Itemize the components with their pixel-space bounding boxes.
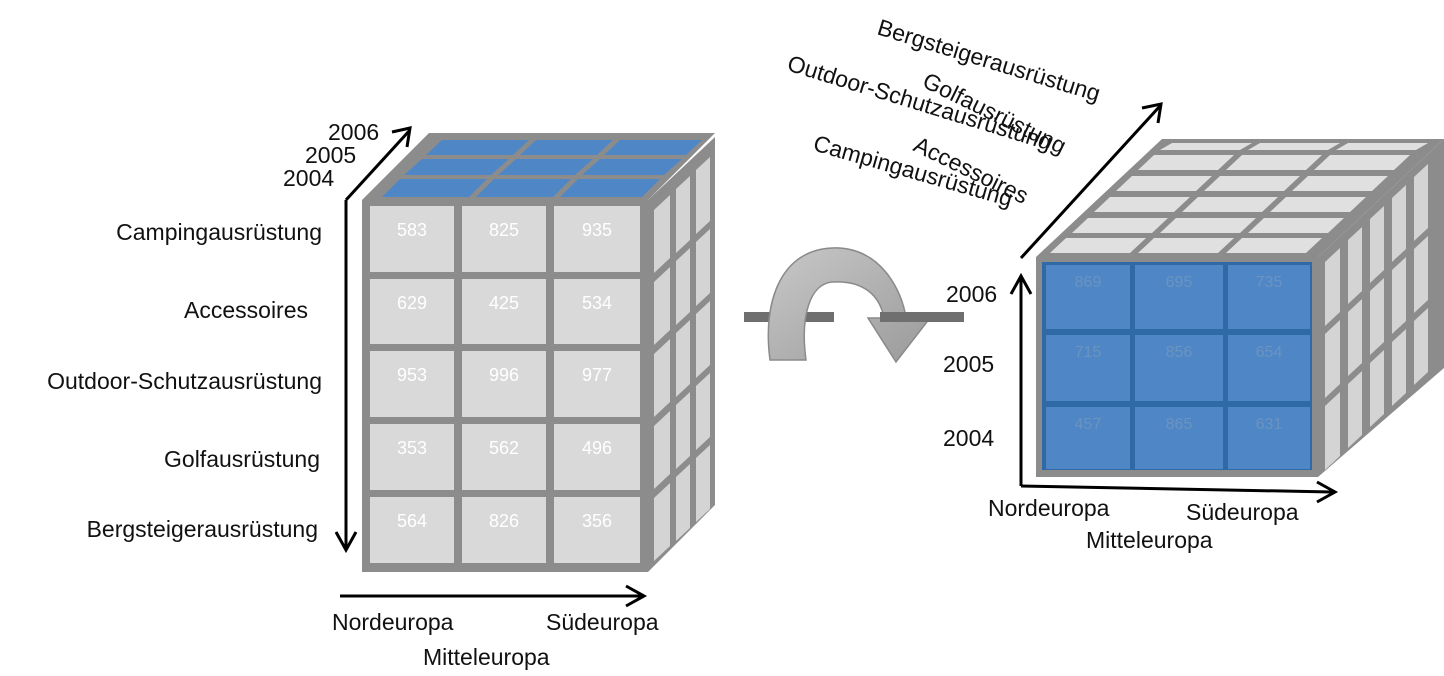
left-year-label-2005: 2005: [305, 142, 356, 168]
right-year-label-2004: 2004: [943, 425, 994, 451]
left-product-label: Bergsteigerausrüstung: [87, 516, 318, 542]
right-cube-cell-value: 856: [1166, 344, 1193, 361]
right-region-label-sued: Südeuropa: [1186, 499, 1299, 525]
right-cube-cell: [1135, 407, 1223, 469]
left-cube-cell: [370, 351, 454, 417]
right-cube-cell: [1228, 335, 1310, 401]
left-cube: 583 825 935 629 425 534 953 996 977 353 562 496 564 8…: [362, 133, 715, 572]
left-cube-cell-value: 496: [582, 438, 612, 458]
left-region-label-nord: Nordeuropa: [332, 609, 454, 635]
left-cube-cell: [554, 206, 640, 272]
left-cube-cell: [554, 424, 640, 490]
right-cube-cell-value: 695: [1166, 274, 1193, 291]
right-cube-cell-value: 865: [1166, 416, 1193, 433]
left-cube-cell: [370, 497, 454, 563]
right-cube-cell: [1135, 335, 1223, 401]
right-cube: 869 695 735 715 856 654 457 865 631: [1036, 139, 1444, 477]
left-cube-cell: [370, 424, 454, 490]
left-cube-cell: [554, 351, 640, 417]
left-cube-cell: [462, 424, 546, 490]
right-region-label-nord: Nordeuropa: [988, 495, 1110, 521]
rotation-axis-bar-right: [880, 312, 964, 322]
left-product-label: Outdoor-Schutzausrüstung: [47, 368, 322, 394]
right-axes: [1009, 102, 1339, 504]
right-cube-top-cells: [1050, 143, 1428, 253]
left-cube-cell-value: 977: [582, 365, 612, 385]
left-depth-axis: [344, 128, 412, 202]
right-horizontal-axis: [1020, 484, 1333, 494]
left-cube-cell: [462, 351, 546, 417]
left-cube-cell: [462, 206, 546, 272]
right-depth-axis: [1019, 104, 1162, 260]
left-cube-cell-value: 534: [582, 293, 612, 313]
left-cube-cell: [462, 279, 546, 344]
left-cube-cell: [554, 497, 640, 563]
left-region-label-mitte: Mitteleuropa: [423, 644, 550, 670]
right-cube-cell-value: 715: [1075, 344, 1102, 361]
left-product-label: Campingausrüstung: [116, 219, 322, 245]
left-year-label-2006: 2006: [328, 119, 379, 145]
right-cube-front-cells: 869 695 735 715 856 654 457 865 631: [1046, 265, 1310, 469]
right-vertical-axis-arrow: [1009, 272, 1033, 295]
left-cube-top-cells: [382, 140, 702, 197]
left-cube-cell-value: 356: [582, 511, 612, 531]
left-cube-cell: [554, 279, 640, 344]
left-product-label: Accessoires: [184, 297, 308, 323]
right-cube-cell: [1228, 265, 1310, 329]
right-cube-cell: [1135, 265, 1223, 329]
right-depth-axis-arrow: [1141, 102, 1163, 124]
right-cube-cell: [1046, 407, 1130, 469]
left-axes: [334, 126, 648, 608]
left-cube-side-cells: [654, 157, 710, 561]
right-cube-cell-value: 869: [1075, 274, 1102, 291]
right-cube-cell: [1046, 265, 1130, 329]
left-product-label: Golfausrüstung: [164, 446, 320, 472]
left-cube-cell-value: 825: [489, 220, 519, 240]
right-year-label-2005: 2005: [943, 351, 994, 377]
rotation-arrow: [744, 247, 964, 364]
left-cube-cell-value: 826: [489, 511, 519, 531]
right-cube-cell: [1046, 335, 1130, 401]
left-cube-cell: [370, 206, 454, 272]
right-cube-cell-value: 631: [1256, 416, 1283, 433]
left-cube-cell-value: 953: [397, 365, 427, 385]
left-cube-cell-value: 583: [397, 220, 427, 240]
left-cube-cell-value: 564: [397, 511, 427, 531]
left-labels: 2006 2005 2004 Campingausrüstung Accesso…: [47, 119, 659, 670]
left-region-label-sued: Südeuropa: [546, 609, 659, 635]
right-cube-cell: [1228, 407, 1310, 469]
left-year-label-2004: 2004: [283, 165, 334, 191]
right-region-label-mitte: Mitteleuropa: [1086, 527, 1213, 553]
left-cube-cell-value: 996: [489, 365, 519, 385]
left-cube-cell-value: 353: [397, 438, 427, 458]
left-depth-axis-arrow: [391, 126, 412, 148]
right-year-label-2006: 2006: [946, 281, 997, 307]
left-cube-front-cells: 583 825 935 629 425 534 953 996 977 353 562 496 564 8…: [370, 206, 640, 563]
left-cube-cell-value: 935: [582, 220, 612, 240]
left-vertical-axis-down-arrow: [334, 531, 358, 554]
left-cube-cell-value: 562: [489, 438, 519, 458]
left-cube-cell-value: 425: [489, 293, 519, 313]
left-cube-cell: [462, 497, 546, 563]
right-cube-side-cells: [1325, 164, 1428, 470]
right-horizontal-axis-arrow: [1316, 480, 1339, 504]
left-cube-cell: [370, 279, 454, 344]
left-horizontal-axis-arrow: [625, 584, 648, 608]
right-cube-cell-value: 457: [1075, 416, 1102, 433]
right-cube-cell-value: 654: [1256, 344, 1283, 361]
right-cube-cell-value: 735: [1256, 274, 1283, 291]
rotation-arc: [767, 247, 932, 364]
left-cube-cell-value: 629: [397, 293, 427, 313]
